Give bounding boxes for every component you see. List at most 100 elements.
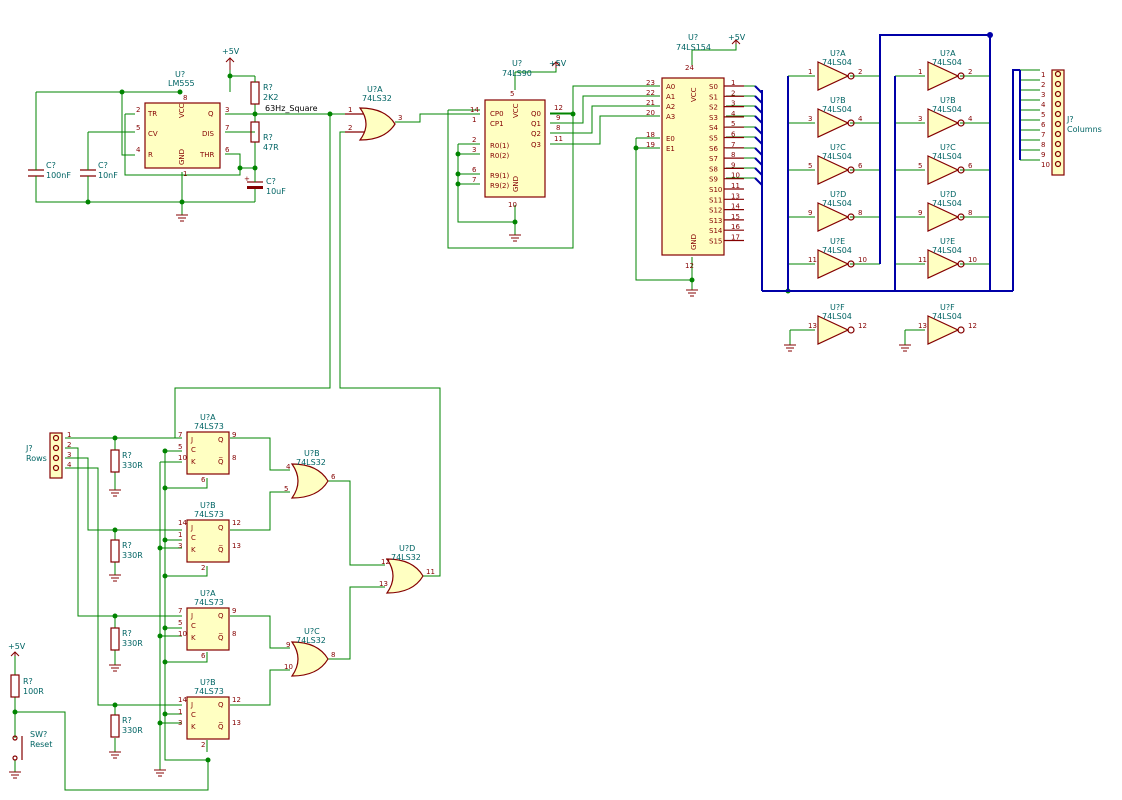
vcc-symbol-90: +5V [549, 59, 567, 68]
capacitor-10uf[interactable]: + C? 10uF [244, 175, 286, 196]
reset-resistor[interactable]: R? 100R [10, 674, 44, 698]
row-resistor-1[interactable]: R?330R [110, 449, 143, 473]
capacitor-10nf[interactable]: C? 10nF [80, 160, 118, 186]
svg-text:2: 2 [472, 136, 476, 144]
ff-num-j: 14 [178, 519, 187, 527]
ff-pin-qn: Q̅ [218, 722, 224, 731]
ff-num-j: 7 [178, 431, 182, 439]
ff-num-c: 1 [178, 531, 182, 539]
decoder-pin-num: 23 [646, 79, 655, 87]
column-pin-num: 9 [1041, 151, 1045, 159]
inverter-out-num: 6 [858, 162, 863, 170]
column-pin-num: 1 [1041, 71, 1045, 79]
decoder-pin-s10: S10 [709, 186, 722, 194]
inverter-out-num: 2 [968, 68, 972, 76]
resistor-body [110, 714, 120, 738]
inverter-in-num: 13 [808, 322, 817, 330]
decoder-pin-num: 11 [731, 182, 740, 190]
inverter-in-num: 13 [918, 322, 927, 330]
ff-pin-qn: Q̅ [218, 457, 224, 466]
inverter-ref: U?D [830, 190, 846, 199]
svg-text:2K2: 2K2 [263, 93, 278, 102]
column-pin-num: 2 [1041, 81, 1045, 89]
ff-num-r: 6 [201, 476, 206, 484]
inverter-bubble [847, 326, 855, 334]
column-pin [1054, 110, 1062, 118]
inverter-out-num: 10 [968, 256, 977, 264]
inverter-part: 74LS04 [932, 152, 962, 161]
capacitor-100nf[interactable]: C? 100nF [28, 160, 71, 186]
svg-text:R9(2): R9(2) [490, 182, 510, 190]
decoder-pin-s11: S11 [709, 196, 722, 204]
inverter-in-num: 1 [808, 68, 812, 76]
svg-text:3: 3 [472, 146, 476, 154]
svg-text:J?: J? [25, 444, 33, 453]
or-in2-num: 5 [284, 485, 288, 493]
or-gate-top[interactable]: U?A 74LS32 1 2 3 [345, 85, 402, 141]
inverter-body [927, 202, 960, 232]
svg-text:CV: CV [148, 130, 158, 138]
counter-74ls90[interactable]: U? 74LS90 CP0 CP1 R0(1) R0(2) R9(1) R9(2… [470, 59, 563, 209]
decoder-pin-a2: A2 [666, 103, 675, 111]
or-out-num: 8 [331, 651, 335, 659]
svg-text:R?: R? [263, 83, 273, 92]
decoder-74ls154[interactable]: U? 74LS154 [661, 33, 725, 256]
or-in1-num: 9 [286, 641, 290, 649]
inverter-out-num: 8 [968, 209, 972, 217]
inverter-part: 74LS04 [822, 199, 852, 208]
svg-text:14: 14 [470, 106, 479, 114]
row-resistor-4[interactable]: R?330R [110, 714, 143, 738]
power-symbols: +5V +5V +5V +5V [8, 33, 911, 779]
svg-text:R?: R? [263, 133, 273, 142]
reset-switch[interactable]: SW? Reset [12, 730, 52, 761]
flipflop-value: 74LS73 [194, 598, 224, 607]
svg-text:U?: U? [688, 33, 698, 42]
resistor-2k2[interactable]: R? 2K2 [250, 76, 278, 105]
inverter-body [817, 315, 850, 345]
lm555-timer[interactable]: U? LM555 TR CV R VCC GND Q DIS THR 2 5 4… [136, 70, 230, 178]
decoder-pin-s8: S8 [709, 165, 718, 173]
svg-text:CP0: CP0 [490, 110, 504, 118]
resistor-body [110, 449, 120, 473]
resistor-47r[interactable]: R? 47R [250, 121, 279, 152]
ff-pin-c: C [191, 534, 196, 542]
row-resistor-3[interactable]: R?330R [110, 627, 143, 651]
svg-text:+5V: +5V [728, 33, 746, 42]
ff-pin-k: K [191, 458, 196, 466]
inverter-in-num: 5 [808, 162, 812, 170]
svg-text:CP1: CP1 [490, 120, 504, 128]
decoder-pin-num: 22 [646, 89, 655, 97]
columns-connector[interactable]: J? Columns [1051, 69, 1102, 176]
inverter-ref: U?E [830, 237, 845, 246]
row-resistor-2[interactable]: R?330R [110, 539, 143, 563]
ff-num-q: 9 [232, 431, 236, 439]
net-label-square: 63Hz_Square [265, 104, 318, 113]
inverter-part: 74LS04 [822, 312, 852, 321]
inverter-ref: U?F [830, 303, 845, 312]
svg-text:R0(2): R0(2) [490, 152, 510, 160]
svg-text:Reset: Reset [30, 740, 52, 749]
svg-text:TR: TR [147, 110, 157, 118]
inverter-ref: U?D [940, 190, 956, 199]
